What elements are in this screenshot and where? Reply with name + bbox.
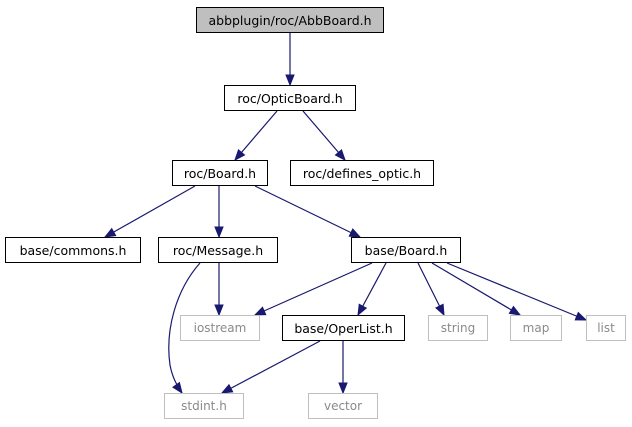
edge-message-to-iostream xyxy=(214,263,224,317)
arrowhead-icon xyxy=(435,303,445,317)
node-iostream[interactable]: iostream xyxy=(180,315,260,341)
edge-roc_board-to-message xyxy=(214,186,224,239)
arrowhead-icon xyxy=(348,228,362,238)
node-roc-message-h[interactable]: roc/Message.h xyxy=(158,237,278,263)
arrowhead-icon xyxy=(285,74,295,87)
edge-message-to-stdint xyxy=(168,262,201,395)
node-roc-board-h[interactable]: roc/Board.h xyxy=(172,160,268,186)
edge-abbboard-to-opticboard xyxy=(285,33,295,87)
arrowhead-icon xyxy=(508,305,522,316)
arrowhead-icon xyxy=(574,311,588,321)
arrowhead-icon xyxy=(357,303,368,317)
arrowhead-icon xyxy=(220,383,234,394)
node-vector[interactable]: vector xyxy=(308,393,378,419)
edge-operlist-to-vector xyxy=(338,341,348,395)
arrowhead-icon xyxy=(334,148,346,162)
arrowhead-icon xyxy=(214,226,224,239)
edge-base_board-to-operlist xyxy=(357,262,387,317)
node-stdint-h[interactable]: stdint.h xyxy=(164,393,244,419)
edge-base_board-to-string xyxy=(417,262,445,317)
edge-roc_board-to-commons xyxy=(103,185,196,238)
node-map[interactable]: map xyxy=(510,315,562,341)
node-list[interactable]: list xyxy=(586,315,626,341)
arrowhead-icon xyxy=(338,382,348,395)
edge-base_board-to-list xyxy=(446,262,588,321)
arrowhead-icon xyxy=(214,304,224,317)
node-base-commons-h[interactable]: base/commons.h xyxy=(5,237,141,263)
edge-base_board-to-map xyxy=(431,262,522,316)
node-roc-defines-optic-h[interactable]: roc/defines_optic.h xyxy=(290,160,434,186)
edge-operlist-to-stdint xyxy=(220,340,321,394)
edge-opticboard-to-defines_optic xyxy=(302,110,346,162)
edge-opticboard-to-roc_board xyxy=(234,110,278,162)
arrowhead-icon xyxy=(253,306,267,316)
arrowhead-icon xyxy=(103,227,117,238)
node-abbplugin-roc-abbboard-h[interactable]: abbplugin/roc/AbbBoard.h xyxy=(196,7,384,33)
node-base-operlist-h[interactable]: base/OperList.h xyxy=(282,315,405,341)
edge-roc_board-to-base_board xyxy=(254,185,362,238)
node-base-board-h[interactable]: base/Board.h xyxy=(351,237,461,263)
node-string[interactable]: string xyxy=(428,315,488,341)
edge-base_board-to-iostream xyxy=(253,262,373,316)
arrowhead-icon xyxy=(234,148,246,162)
arrowhead-icon xyxy=(172,381,183,395)
node-roc-opticboard-h[interactable]: roc/OpticBoard.h xyxy=(224,85,356,111)
